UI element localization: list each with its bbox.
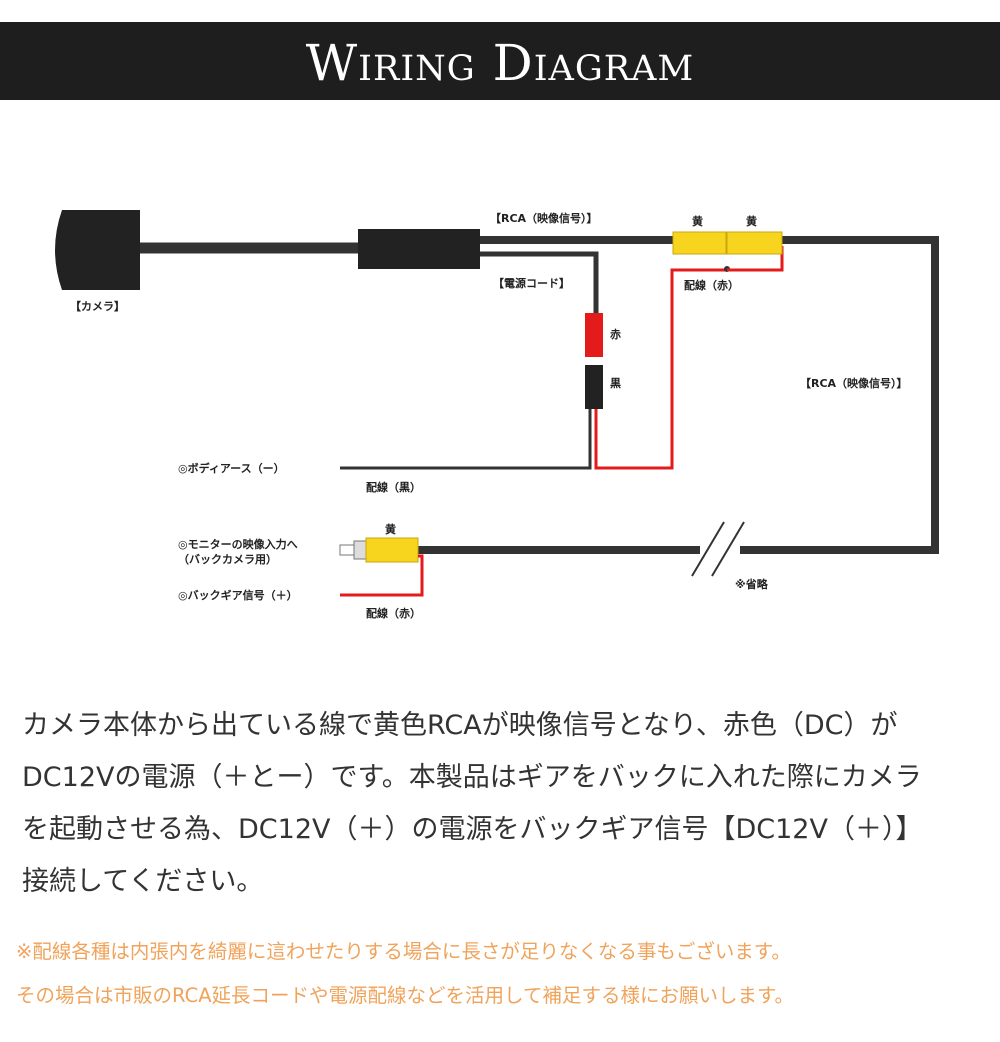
description-line: DC12Vの電源（＋とー）です。本製品はギアをバックに入れた際にカメラ — [22, 762, 922, 793]
black-label: 黒 — [610, 377, 621, 390]
yellow-label-1: 黄 — [692, 215, 703, 228]
red-label: 赤 — [610, 328, 621, 341]
red-connector — [585, 313, 603, 357]
note-line: ※配線各種は内張内を綺麗に這わせたりする場合に長さが足りなくなる事もございます。 — [16, 940, 791, 963]
body-earth-label: ◎ボディアース（ー） — [178, 462, 285, 475]
description-line: 接続してください。 — [22, 866, 264, 897]
description: カメラ本体から出ている線で黄色RCAが映像信号となり、赤色（DC）が DC12V… — [22, 700, 982, 908]
plug-tip — [339, 544, 355, 556]
wire-red-bottom-label: 配線（赤） — [366, 607, 421, 620]
plug-ring — [353, 540, 367, 560]
red-wire-bottom — [340, 554, 424, 597]
rca-cable-right — [740, 236, 939, 554]
wire-black-label: 配線（黒） — [366, 481, 421, 494]
power-cord — [480, 251, 599, 318]
rca-right-label: 【RCA（映像信号）】 — [800, 377, 908, 390]
ground-wire-black — [340, 409, 592, 470]
back-gear-label: ◎バックギア信号（＋） — [178, 589, 298, 602]
yellow-connector-3 — [365, 537, 419, 563]
description-line: を起動させる為、DC12V（＋）の電源をバックギア信号【DC12V（＋）】 — [22, 814, 923, 845]
wire-red-top-label: 配線（赤） — [684, 279, 739, 292]
description-line: カメラ本体から出ている線で黄色RCAが映像信号となり、赤色（DC）が — [22, 710, 898, 741]
omitted-label: ※省略 — [735, 578, 768, 591]
monitor-label-2: （バックカメラ用） — [178, 553, 277, 566]
yellow-label-2: 黄 — [746, 215, 757, 228]
yellow-label-3: 黄 — [385, 523, 396, 536]
camera-label: 【カメラ】 — [70, 300, 125, 313]
camera-body — [55, 210, 140, 290]
break-mark-1 — [691, 521, 725, 577]
red-wire-top — [594, 268, 727, 470]
monitor-label-1: ◎モニターの映像入力へ — [178, 538, 298, 551]
break-mark-2 — [711, 521, 745, 577]
power-cord-label: 【電源コード】 — [493, 277, 570, 290]
wiring-diagram — [55, 210, 939, 597]
header-bar: Wiring Diagram — [0, 22, 1000, 100]
page-title: Wiring Diagram — [305, 34, 695, 92]
note-line: その場合は市販のRCA延長コードや電源配線などを活用して補足する様にお願いします… — [16, 984, 794, 1007]
yellow-connector-2 — [726, 231, 783, 255]
yellow-connector-1 — [672, 231, 727, 255]
note: ※配線各種は内張内を綺麗に這わせたりする場合に長さが足りなくなる事もございます。… — [16, 930, 991, 1018]
junction-box — [358, 229, 480, 269]
black-connector — [585, 365, 603, 409]
rca-top-label: 【RCA（映像信号）】 — [490, 212, 598, 225]
